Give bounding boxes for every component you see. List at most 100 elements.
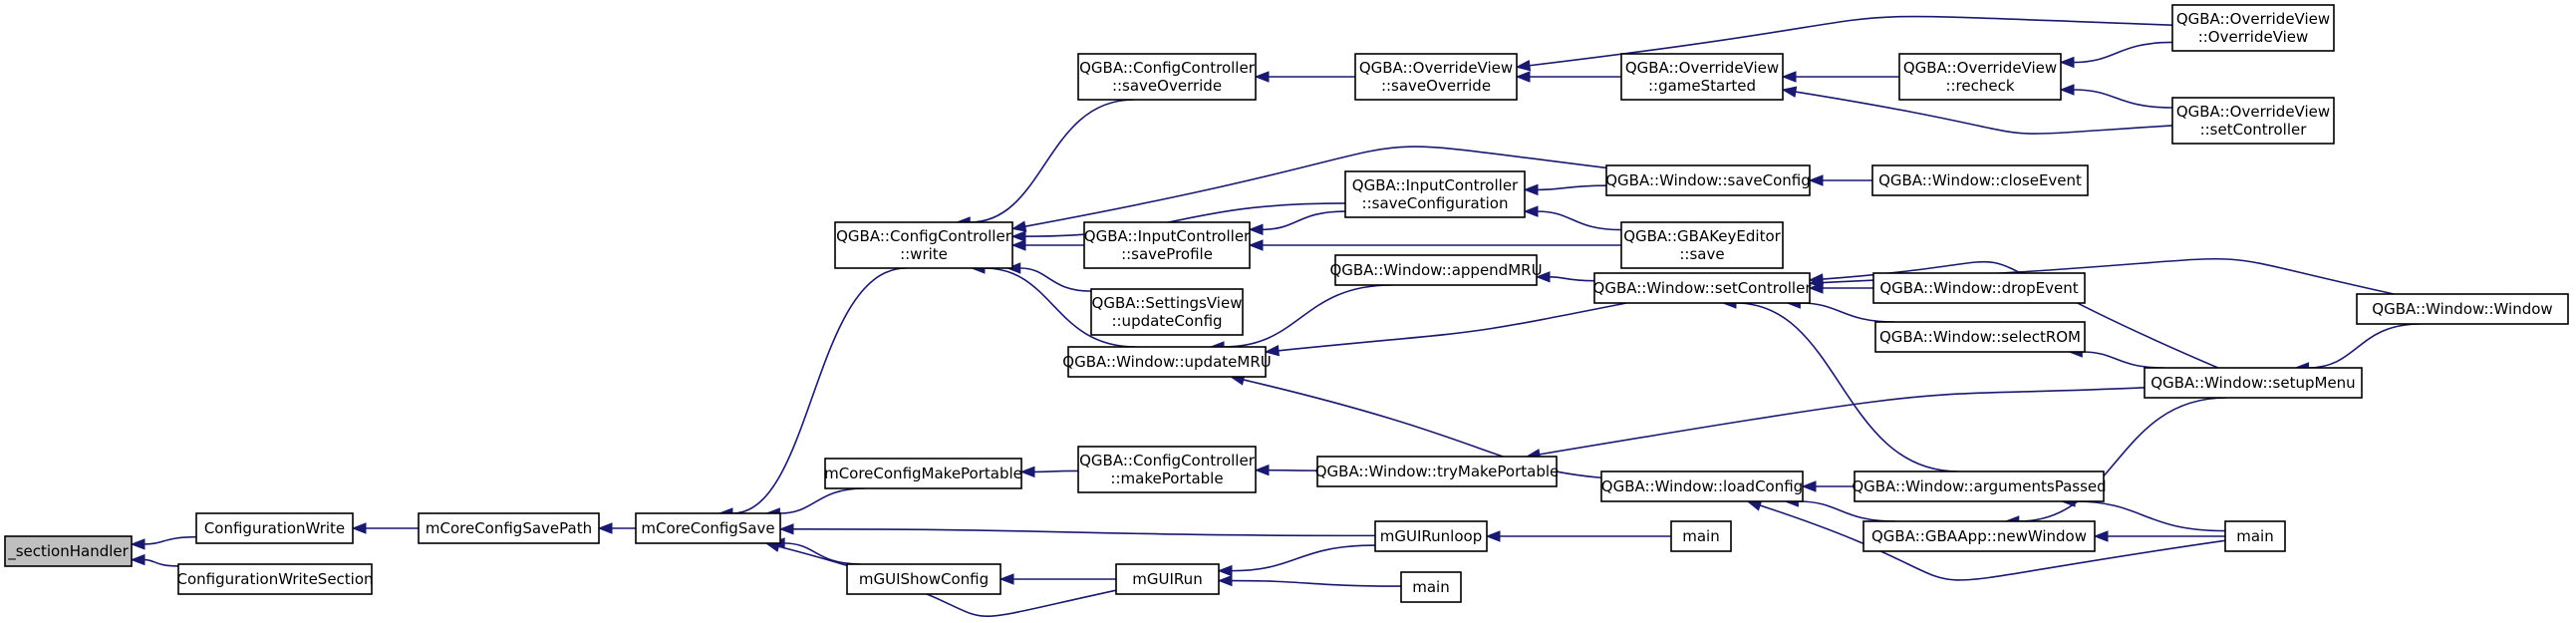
graph-node-n27[interactable]: QGBA::Window::closeEvent [1871,164,2089,196]
graph-node-n35[interactable]: main [2224,520,2286,552]
graph-node-n3[interactable]: mCoreConfigSavePath [418,512,600,544]
edge-n16-to-n5 [1010,202,1346,242]
graph-node-n11[interactable]: QGBA::InputController::saveProfile [1083,221,1251,269]
edge-line [1262,210,1346,231]
graph-node-n22[interactable]: QGBA::Window::saveConfig [1605,164,1811,196]
graph-node-n32[interactable]: QGBA::OverrideView::OverrideView [2171,4,2335,52]
edge-n33-to-n26 [2059,84,2173,109]
edge-n22-to-n5 [1010,146,1607,232]
edge-line [2073,41,2173,64]
graph-node-n13[interactable]: QGBA::Window::updateMRU [1062,346,1272,378]
edge-n2-to-n0 [130,553,179,567]
graph-node-n30[interactable]: QGBA::Window::argumentsPassed [1852,470,2107,502]
node-label: QGBA::OverrideView [2176,103,2330,121]
node-label: _sectionHandler [7,542,129,561]
node-label: QGBA::Window::argumentsPassed [1852,477,2106,495]
arrow-head-icon [1515,59,1532,72]
graph-node-n19[interactable]: main [1400,571,1462,603]
graph-node-n0[interactable]: _sectionHandler [4,535,133,567]
edge-n27-to-n22 [1808,174,1873,186]
edge-line [1537,184,1607,191]
edge-line [1529,15,2173,67]
node-label: QGBA::Window::saveConfig [1605,171,1811,189]
arrow-head-icon [1523,183,1539,196]
graph-node-n25[interactable]: QGBA::Window::loadConfig [1600,470,1804,502]
arrow-head-icon [1801,480,1817,492]
graph-node-n1[interactable]: ConfigurationWrite [195,512,354,544]
node-label: mGUIRunloop [1380,527,1482,545]
arrow-head-icon [778,523,794,535]
node-label: ::write [900,245,948,263]
graph-node-n14[interactable]: QGBA::ConfigController::makePortable [1077,446,1257,493]
arrow-head-icon [1485,530,1501,542]
graph-node-n21[interactable]: QGBA::OverrideView::gameStarted [1620,53,1784,101]
graph-node-n8[interactable]: mGUIRun [1115,563,1220,595]
graph-node-n24[interactable]: QGBA::Window::setController [1593,272,1813,304]
node-label: main [2236,527,2273,545]
node-box [1400,571,1462,603]
node-layer: _sectionHandler ConfigurationWriteConfigu… [4,4,2569,603]
graph-node-n31[interactable]: QGBA::GBAApp::newWindow [1862,520,2096,552]
graph-node-n34[interactable]: QGBA::Window::setupMenu [2144,367,2363,399]
node-label: QGBA::OverrideView [1903,59,2057,77]
node-label: QGBA::SettingsView [1092,294,1243,312]
graph-node-n29[interactable]: QGBA::Window::selectROM [1874,321,2086,353]
node-box [846,563,1002,595]
node-box [1593,272,1811,304]
arrow-head-icon [130,553,145,566]
node-label: QGBA::Window::setController [1593,279,1813,297]
graph-node-n23[interactable]: QGBA::GBAKeyEditor::save [1620,221,1784,269]
graph-node-n15[interactable]: QGBA::OverrideView::saveOverride [1354,53,1518,101]
node-label: QGBA::Window::updateMRU [1062,353,1271,371]
node-label: QGBA::ConfigController [1079,452,1256,469]
edge-n9-to-n4 [778,523,1376,537]
node-label: QGBA::OverrideView [1359,59,1513,77]
edge-line [784,542,861,565]
edge-line [1549,276,1595,282]
node-box [177,563,373,595]
graph-node-n7[interactable]: mGUIShowConfig [846,563,1002,595]
edge-n6-to-n4 [765,487,865,519]
node-box [1077,446,1257,493]
arrow-head-icon [2059,56,2075,69]
graph-node-n17[interactable]: QGBA::Window::appendMRU [1329,254,1543,286]
node-label: ::makePortable [1110,469,1223,487]
edge-line [2073,89,2173,109]
arrow-head-icon [1808,174,1824,186]
node-box [635,512,781,544]
node-box [1344,170,1526,218]
graph-node-n10[interactable]: QGBA::ConfigController::saveOverride [1077,53,1257,101]
graph-node-n26[interactable]: QGBA::OverrideView::recheck [1898,53,2062,101]
edge-n30-to-n25 [1801,480,1855,492]
graph-node-n33[interactable]: QGBA::OverrideView::setController [2171,97,2335,145]
graph-node-n4[interactable]: mCoreConfigSave [635,512,781,544]
edge-n11-to-n5 [1010,239,1085,251]
edge-line [1735,302,1959,472]
edge-n24-to-n17 [1535,271,1595,283]
graph-node-n28[interactable]: QGBA::Window::dropEvent [1872,272,2086,304]
graph-node-n36[interactable]: QGBA::Window::Window [2356,293,2569,325]
edge-n3-to-n1 [351,522,420,534]
graph-node-n12[interactable]: QGBA::SettingsView::updateConfig [1090,288,1244,336]
graph-node-n9[interactable]: mGUIRunloop [1374,520,1488,552]
graph-node-n2[interactable]: ConfigurationWriteSection [176,563,374,595]
graph-node-n5[interactable]: QGBA::ConfigController::write [834,221,1013,269]
node-box [1854,470,2105,502]
node-label: QGBA::InputController [1352,176,1519,194]
edge-n22-to-n16 [1523,183,1607,196]
edge-line [143,535,197,545]
graph-node-n6[interactable]: mCoreConfigMakePortable [824,458,1022,489]
node-label: QGBA::OverrideView [2176,10,2330,28]
arrow-head-icon [1254,71,1270,83]
node-box [1862,520,2096,552]
graph-node-n16[interactable]: QGBA::InputController::saveConfiguration [1344,170,1526,218]
edge-line [779,487,865,514]
graph-node-n20[interactable]: main [1670,520,1732,552]
edge-n16-to-n11 [1248,210,1346,235]
graph-node-n18[interactable]: QGBA::Window::tryMakePortable [1315,456,1560,487]
edge-n10-to-n5 [955,99,1134,228]
node-box [1354,53,1518,101]
node-box [1374,520,1488,552]
arrow-head-icon [1019,466,1035,478]
